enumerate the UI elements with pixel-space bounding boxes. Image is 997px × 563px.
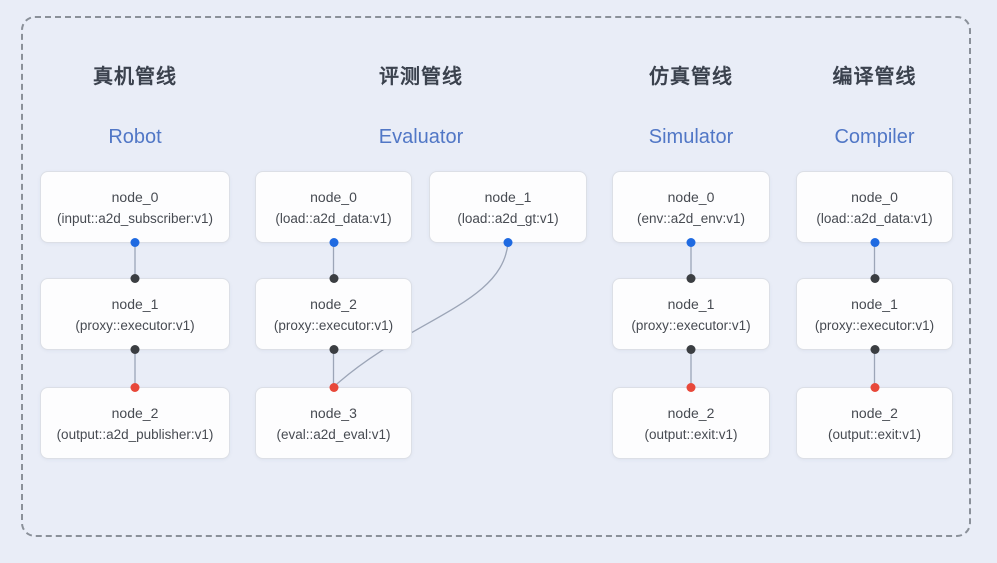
node-name: node_3: [310, 405, 357, 421]
node-compiler-1: node_1 (proxy::executor:v1): [796, 274, 953, 354]
input-port-icon: [329, 383, 338, 392]
output-port-icon: [130, 345, 140, 354]
output-port-icon: [329, 238, 338, 247]
output-port-icon: [329, 345, 338, 354]
node-simulator-2: node_2 (output::exit:v1): [612, 383, 770, 459]
node-evaluator-3: node_3 (eval::a2d_eval:v1): [255, 383, 412, 459]
edge-eval-1-3: [333, 242, 509, 388]
node-evaluator-2: node_2 (proxy::executor:v1): [255, 274, 412, 354]
node-name: node_0: [111, 189, 159, 205]
node-type: (load::a2d_data:v1): [816, 211, 933, 226]
input-port-icon: [130, 274, 140, 283]
pipeline-title-en-evaluator: Evaluator: [378, 126, 464, 148]
node-type: (proxy::executor:v1): [273, 318, 394, 333]
node-name: node_2: [851, 405, 898, 421]
pipeline-title-zh-robot: 真机管线: [93, 66, 177, 88]
node-name: node_0: [667, 189, 715, 205]
output-port-icon: [686, 345, 696, 354]
node-name: node_2: [111, 405, 159, 421]
pipeline-title-zh-evaluator: 评测管线: [379, 66, 463, 88]
pipeline-title-zh-compiler: 编译管线: [832, 66, 917, 88]
node-type: (proxy::executor:v1): [75, 318, 195, 333]
pipeline-title-en-compiler: Compiler: [834, 126, 915, 148]
node-type: (env::a2d_env:v1): [636, 211, 746, 226]
pipeline-title-zh-simulator: 仿真管线: [649, 66, 733, 88]
input-port-icon: [686, 383, 696, 392]
node-name: node_2: [667, 405, 715, 421]
node-name: node_2: [310, 296, 357, 312]
output-port-icon: [686, 238, 696, 247]
node-type: (load::a2d_gt:v1): [457, 211, 559, 226]
node-robot-0: node_0 (input::a2d_subscriber:v1): [40, 171, 230, 247]
node-name: node_1: [667, 296, 715, 312]
output-port-icon: [503, 238, 513, 247]
input-port-icon: [870, 383, 879, 392]
node-compiler-2: node_2 (output::exit:v1): [796, 383, 953, 459]
node-evaluator-0: node_0 (load::a2d_data:v1): [255, 171, 412, 247]
input-port-icon: [130, 383, 140, 392]
output-port-icon: [870, 345, 879, 354]
node-robot-2: node_2 (output::a2d_publisher:v1): [40, 383, 230, 459]
node-name: node_1: [851, 296, 898, 312]
dashed-frame: [21, 16, 971, 537]
node-type: (proxy::executor:v1): [631, 318, 751, 333]
node-evaluator-1: node_1 (load::a2d_gt:v1): [429, 171, 587, 247]
node-type: (output::a2d_publisher:v1): [56, 427, 214, 442]
node-name: node_0: [310, 189, 357, 205]
node-type: (output::exit:v1): [827, 427, 922, 442]
node-type: (load::a2d_data:v1): [275, 211, 392, 226]
input-port-icon: [870, 274, 879, 283]
node-name: node_1: [111, 296, 159, 312]
input-port-icon: [686, 274, 696, 283]
node-type: (proxy::executor:v1): [814, 318, 935, 333]
node-compiler-0: node_0 (load::a2d_data:v1): [796, 171, 953, 247]
node-robot-1: node_1 (proxy::executor:v1): [40, 274, 230, 354]
input-port-icon: [329, 274, 338, 283]
output-port-icon: [870, 238, 879, 247]
node-type: (eval::a2d_eval:v1): [276, 427, 391, 442]
node-type: (output::exit:v1): [644, 427, 738, 442]
pipeline-title-en-robot: Robot: [108, 126, 162, 148]
node-name: node_1: [484, 189, 532, 205]
node-name: node_0: [851, 189, 898, 205]
node-type: (input::a2d_subscriber:v1): [56, 211, 214, 226]
node-simulator-0: node_0 (env::a2d_env:v1): [612, 171, 770, 247]
pipeline-title-en-simulator: Simulator: [648, 126, 734, 148]
node-simulator-1: node_1 (proxy::executor:v1): [612, 274, 770, 354]
output-port-icon: [130, 238, 140, 247]
